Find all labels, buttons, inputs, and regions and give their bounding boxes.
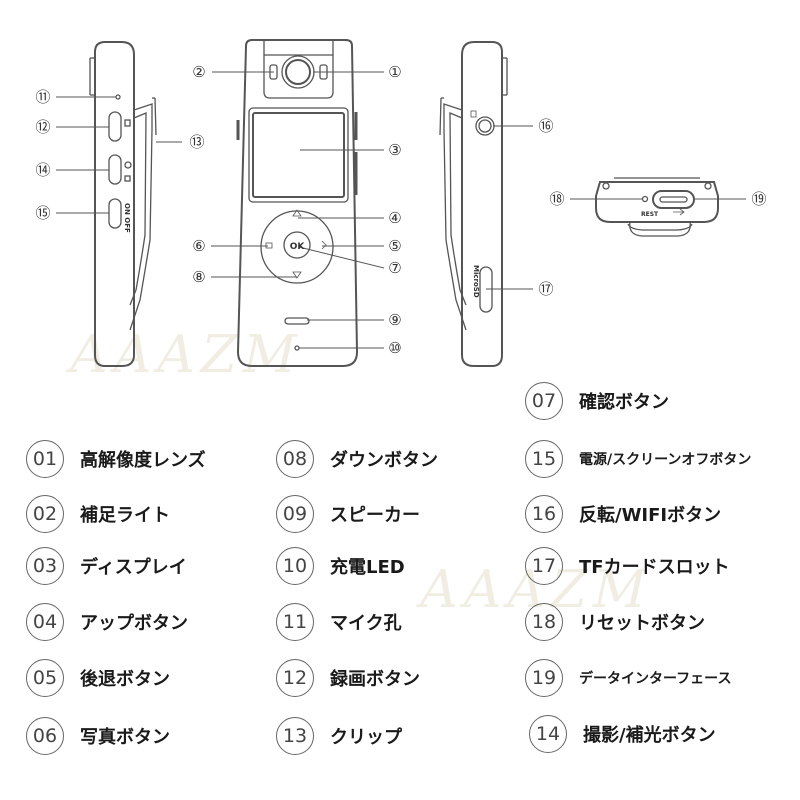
callout-19: ⑲ — [751, 190, 766, 208]
front-view — [236, 39, 359, 367]
legend-label: データインターフェース — [579, 671, 732, 687]
legend-label: アップボタン — [80, 613, 188, 634]
callout-18: ⑱ — [549, 190, 564, 208]
callout-8: ⑧ — [192, 268, 205, 286]
callout-2: ② — [192, 63, 205, 81]
legend-label: 録画ボタン — [330, 669, 420, 690]
legend-label: クリップ — [330, 727, 402, 748]
legend-label: 後退ボタン — [80, 669, 170, 690]
legend-item: 16 反転/WIFIボタン — [525, 494, 721, 534]
legend-number: 13 — [276, 717, 314, 755]
callout-17: ⑰ — [538, 280, 553, 298]
callout-7: ⑦ — [388, 259, 401, 277]
legend-item: 14 撮影/補光ボタン — [529, 714, 716, 754]
legend-item: 18 リセットボタン — [525, 602, 705, 642]
legend-number: 11 — [276, 603, 314, 641]
legend-number: 10 — [276, 547, 314, 585]
leader-lines — [56, 71, 746, 349]
callout-13: ⑬ — [189, 133, 204, 151]
on-off-text: ON OFF — [123, 203, 131, 233]
microsd-text: MicroSD — [472, 265, 480, 298]
legend-item: 02 補足ライト — [26, 494, 170, 534]
legend-label: ダウンボタン — [330, 450, 438, 471]
legend-number: 17 — [525, 547, 563, 585]
legend-label: 写真ボタン — [80, 727, 170, 748]
callout-12: ⑫ — [35, 118, 50, 136]
legend-item: 03 ディスプレイ — [26, 546, 187, 586]
legend-number: 18 — [525, 603, 563, 641]
legend-item: 06 写真ボタン — [26, 716, 170, 756]
legend-number: 04 — [26, 603, 64, 641]
legend-label: 高解像度レンズ — [80, 450, 206, 471]
callout-10: ⑩ — [388, 339, 401, 357]
legend-number: 19 — [525, 659, 563, 697]
legend-number: 08 — [276, 440, 314, 478]
callout-11: ⑪ — [35, 88, 50, 106]
legend-number: 09 — [276, 495, 314, 533]
ok-text: OK — [290, 242, 306, 252]
callout-9: ⑨ — [388, 311, 401, 329]
legend-label: 電源/スクリーンオフボタン — [579, 452, 752, 468]
legend-item: 04 アップボタン — [26, 602, 188, 642]
legend-item: 09 スピーカー — [276, 494, 420, 534]
legend-number: 03 — [26, 547, 64, 585]
callout-3: ③ — [388, 141, 401, 159]
legend-number: 16 — [525, 495, 563, 533]
legend-item: 08 ダウンボタン — [276, 439, 438, 479]
callout-6: ⑥ — [192, 237, 205, 255]
legend-label: ディスプレイ — [80, 557, 187, 578]
legend-number: 07 — [525, 382, 563, 420]
legend-label: 確認ボタン — [579, 392, 669, 413]
legend-number: 15 — [525, 440, 563, 478]
legend-item: 05 後退ボタン — [26, 658, 170, 698]
legend-item: 15 電源/スクリーンオフボタン — [525, 439, 751, 479]
bottom-view — [595, 177, 719, 237]
legend-item: 11 マイク孔 — [276, 602, 402, 642]
legend-item: 07 確認ボタン — [525, 381, 669, 421]
legend-item: 01 高解像度レンズ — [26, 439, 206, 479]
legend-number: 02 — [26, 495, 64, 533]
callout-5: ⑤ — [388, 237, 401, 255]
legend-label: マイク孔 — [330, 613, 402, 634]
legend-label: 充電LED — [330, 557, 405, 578]
callout-14: ⑭ — [35, 161, 50, 179]
legend-label: スピーカー — [330, 505, 420, 526]
legend-item: 12 録画ボタン — [276, 658, 420, 698]
legend-item: 17 TFカードスロット — [525, 546, 730, 586]
rest-text: REST — [641, 211, 659, 218]
legend-item: 10 充電LED — [276, 546, 405, 586]
legend-label: 補足ライト — [80, 505, 170, 526]
callout-4: ④ — [388, 209, 401, 227]
callout-1: ① — [388, 63, 401, 81]
legend-label: 反転/WIFIボタン — [579, 505, 722, 526]
left-side-view — [89, 41, 157, 367]
legend-label: 撮影/補光ボタン — [583, 725, 716, 746]
legend-number: 06 — [26, 717, 64, 755]
callout-15: ⑮ — [35, 204, 50, 222]
callout-16: ⑯ — [538, 117, 553, 135]
legend-label: TFカードスロット — [579, 557, 730, 578]
legend-number: 14 — [529, 715, 567, 753]
legend-number: 12 — [276, 659, 314, 697]
legend-label: リセットボタン — [579, 613, 705, 634]
legend-item: 13 クリップ — [276, 716, 402, 756]
legend-number: 01 — [26, 440, 64, 478]
device-diagram: OK ON OFF MicroSD REST ① ② ③ ④ ⑤ ⑥ ⑦ ⑧ ⑨… — [35, 39, 767, 367]
legend-item: 19 データインターフェース — [525, 658, 731, 698]
legend-number: 05 — [26, 659, 64, 697]
right-side-view — [439, 41, 508, 367]
